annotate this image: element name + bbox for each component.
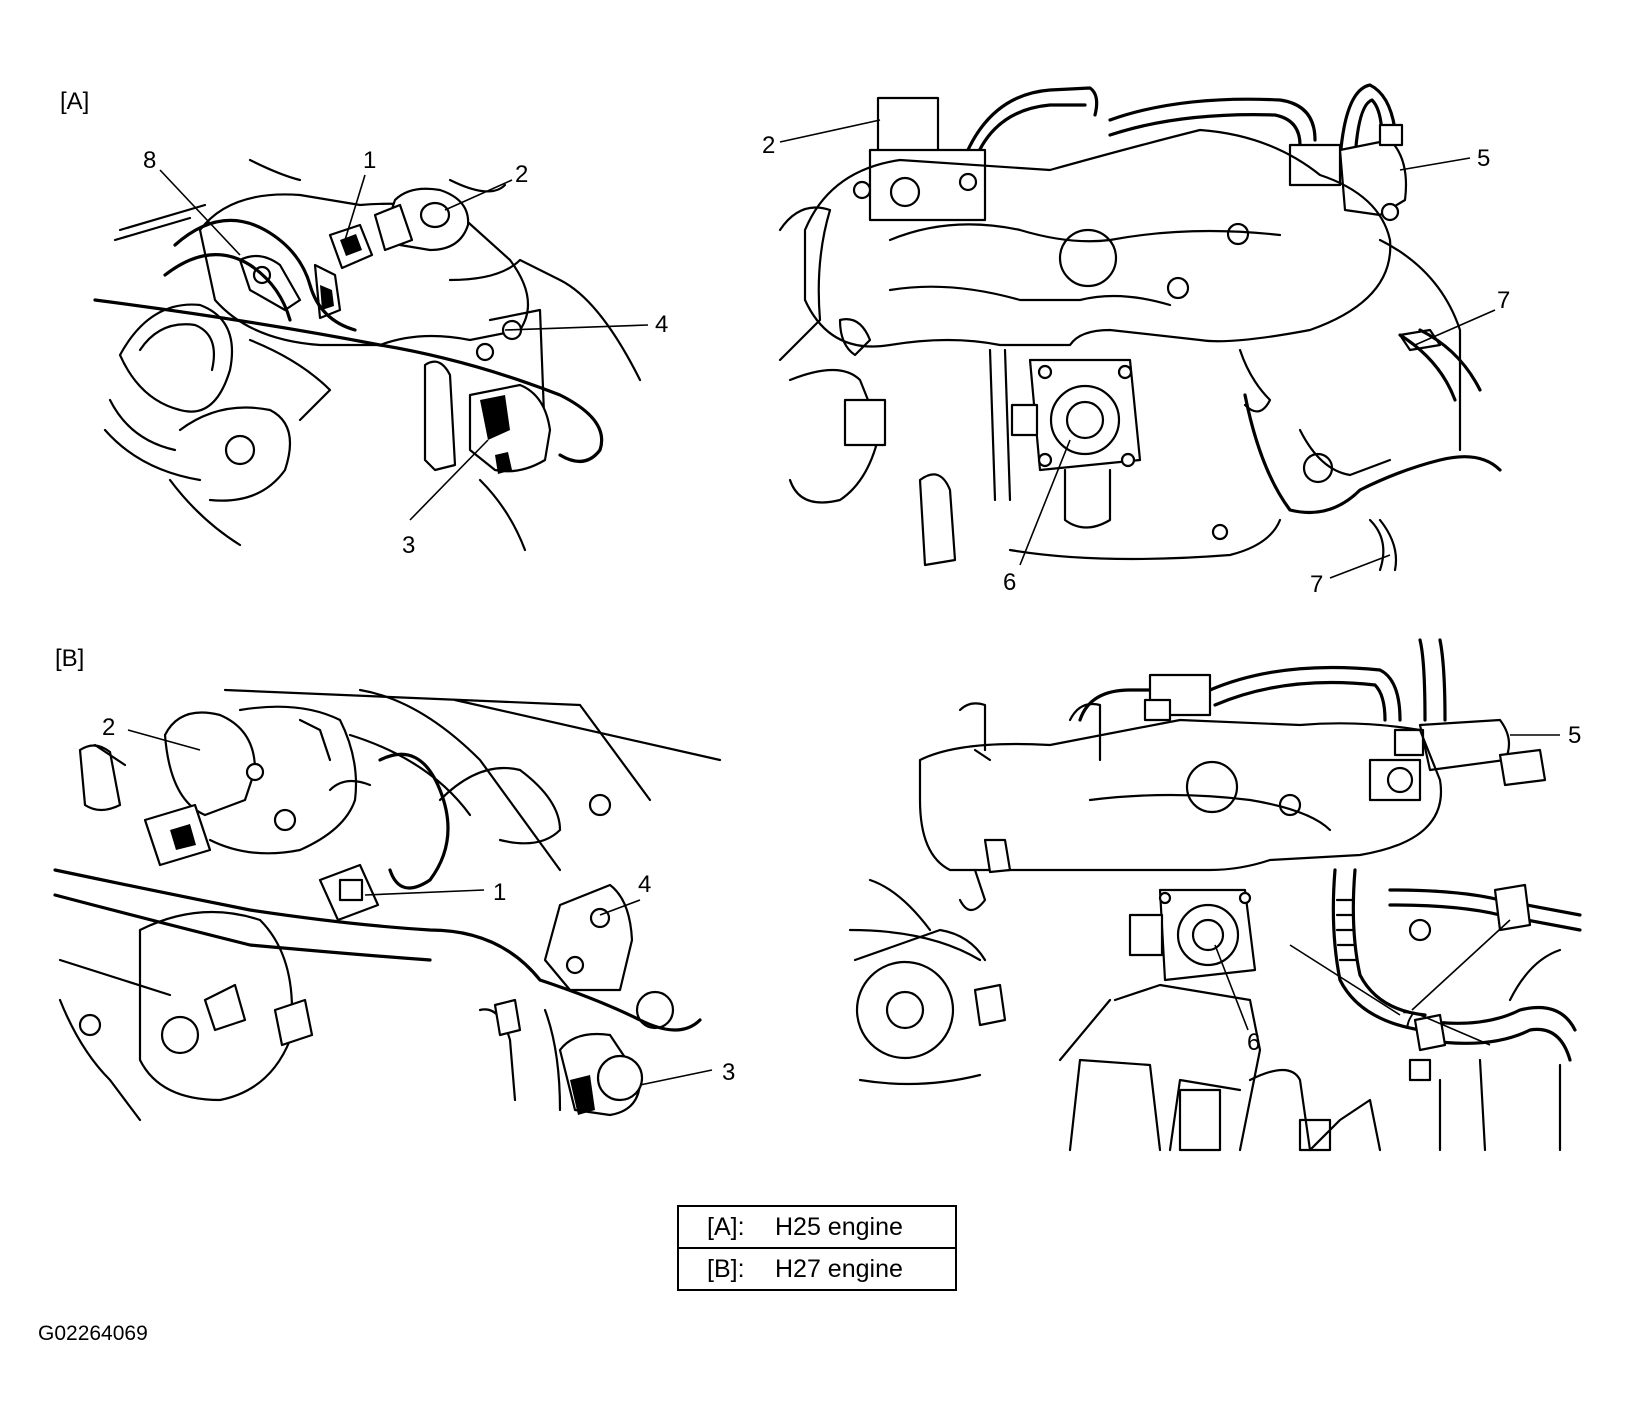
throttle-position-sensor <box>163 711 257 817</box>
manifold-center-boss <box>1058 228 1118 288</box>
intake-manifold <box>803 128 1392 348</box>
manifold-center-boss <box>1185 760 1239 814</box>
callout-a-right-5: 5 <box>1477 145 1490 172</box>
legend-key: [A]: <box>707 1212 745 1241</box>
idle-air-control-valve <box>468 383 552 473</box>
section-a-label: [A] <box>60 88 90 115</box>
figure-id: G02264069 <box>38 1322 148 1345</box>
callout-a-left-8: 8 <box>143 147 156 174</box>
panel-a-left: 8 1 2 4 3 <box>93 147 668 559</box>
legend-key: [B]: <box>707 1254 745 1283</box>
legend-row: [B]: H27 engine <box>677 1247 957 1291</box>
callout-a-left-2: 2 <box>515 161 528 188</box>
throttle-cable <box>118 203 207 232</box>
callout-b-left-1: 1 <box>493 879 506 906</box>
callout-b-right-5: 5 <box>1568 722 1581 749</box>
callout-a-right-7-upper: 7 <box>1497 287 1510 314</box>
intake-manifold <box>918 718 1443 872</box>
callout-b-right-6: 6 <box>1247 1029 1260 1056</box>
pressure-sensor <box>1338 138 1408 217</box>
panel-b-right: 5 6 7 <box>848 638 1582 1152</box>
legend-value: H27 engine <box>775 1254 903 1283</box>
throttle-body <box>198 193 530 347</box>
callout-a-right-2: 2 <box>762 132 775 159</box>
callout-a-left-4: 4 <box>655 311 668 338</box>
callout-a-right-6: 6 <box>1003 569 1016 596</box>
callout-b-left-3: 3 <box>722 1059 735 1086</box>
bracket <box>543 883 634 992</box>
callout-a-left-3: 3 <box>402 532 415 559</box>
intake-duct-opening <box>118 303 234 413</box>
legend-row: [A]: H25 engine <box>677 1205 957 1249</box>
callout-b-left-4: 4 <box>638 871 651 898</box>
bracket <box>423 360 457 472</box>
callout-a-right-7-lower: 7 <box>1310 571 1323 598</box>
engine-legend: [A]: H25 engine [B]: H27 engine <box>677 1205 957 1291</box>
panel-a-right: 2 5 7 6 7 <box>762 83 1510 598</box>
legend-value: H25 engine <box>775 1212 903 1241</box>
callout-b-left-2: 2 <box>102 714 115 741</box>
panel-b-left: 2 1 4 3 <box>53 688 735 1122</box>
left-pulley <box>855 960 955 1060</box>
callout-a-left-1: 1 <box>363 147 376 174</box>
callout-b-right-7: 7 <box>1402 1007 1415 1034</box>
section-b-label: [B] <box>55 645 85 672</box>
